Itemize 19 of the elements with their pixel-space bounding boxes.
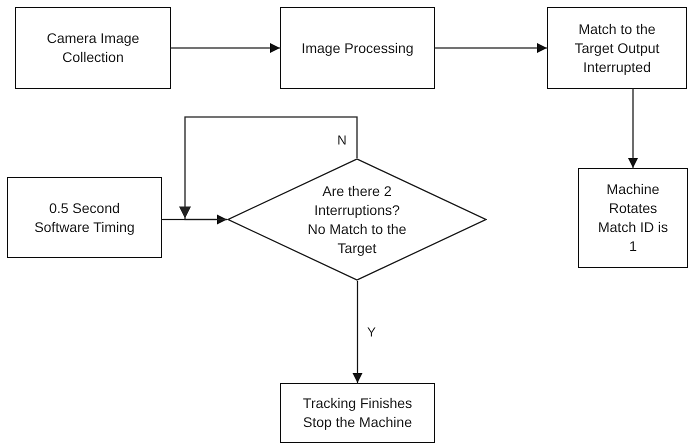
node-text: Machine Rotates Match ID is 1 [596,180,669,256]
process-box [15,7,171,89]
node-text: Tracking Finishes Stop the Machine [302,394,414,432]
node-text: Camera Image Collection [46,29,140,67]
arrow [162,214,227,224]
arrow [435,43,547,53]
process-box [7,177,162,258]
node-text: 0.5 Second Software Timing [33,198,136,236]
arrow [171,43,280,53]
node-text: Match to the Target Output Interrupted [574,20,660,76]
node-text: Are there 2 Interruptions? No Match to the Target [307,182,407,258]
arrow [628,89,638,168]
process-box [547,7,687,89]
arrow [179,116,358,220]
process-box [578,168,688,268]
arrow [352,281,362,383]
node-text: Image Processing [300,38,415,58]
process-box [280,7,435,89]
process-box [280,383,435,443]
